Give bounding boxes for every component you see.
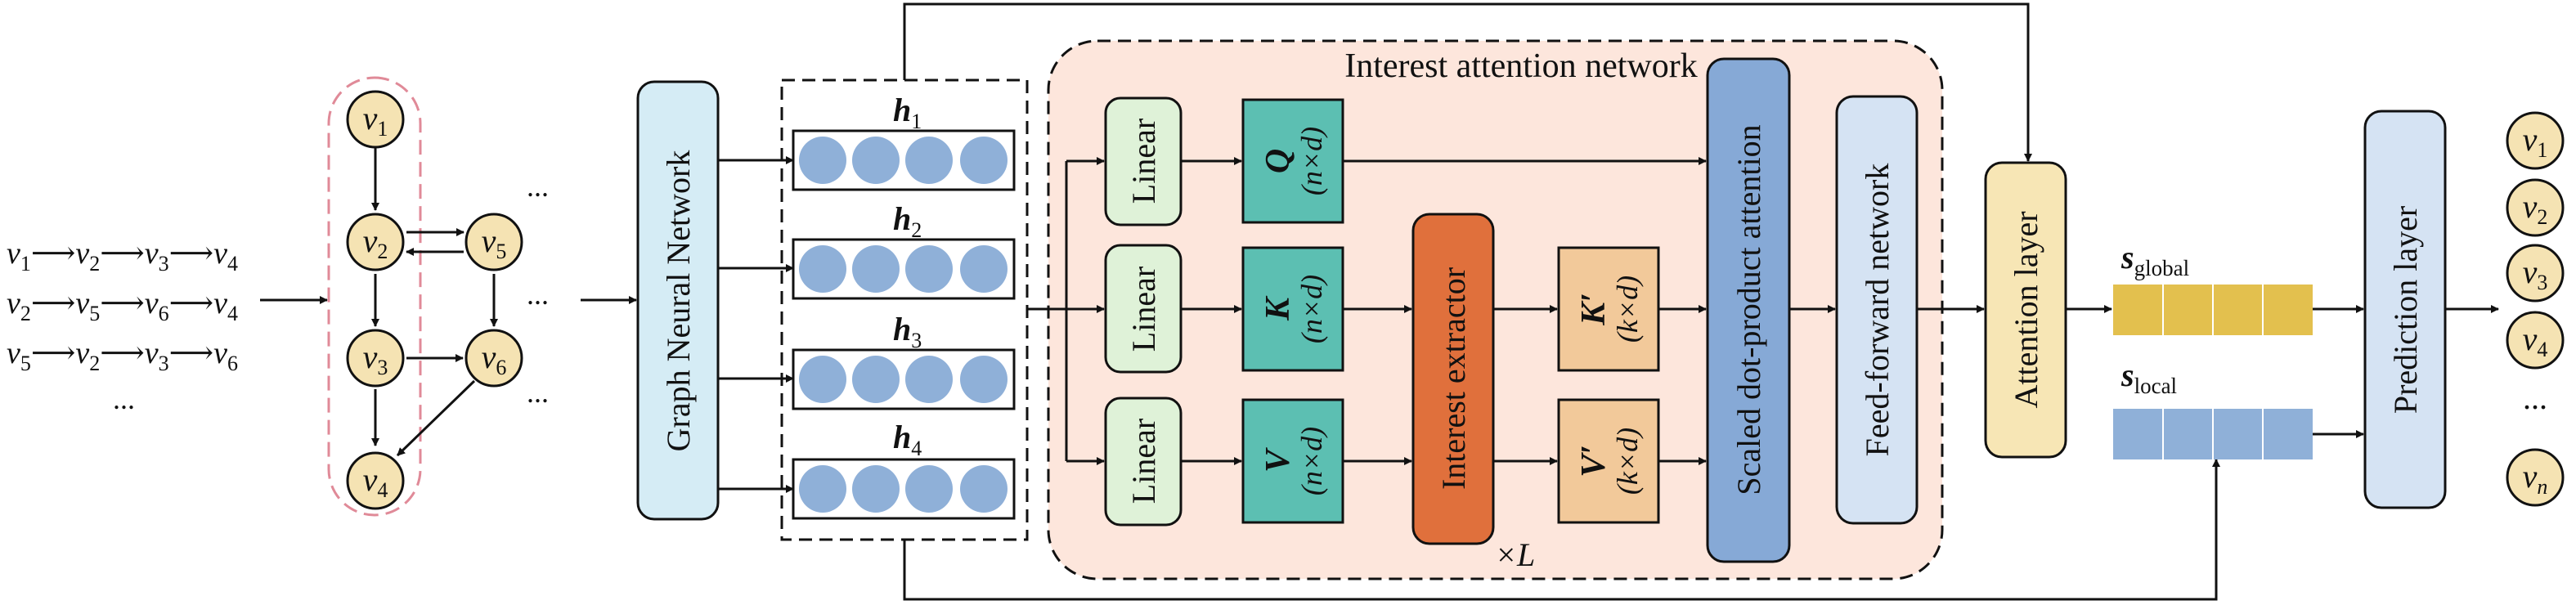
svg-text:v3: v3 (363, 338, 388, 379)
key-prime-matrix: K′ (k×d) (1557, 246, 1660, 372)
svg-text:Q: Q (1259, 149, 1297, 173)
hidden-state-h3: h3 (792, 311, 1016, 410)
svg-text:v2: v2 (2523, 188, 2548, 229)
graph-ellipsis-top: ... (527, 170, 549, 203)
svg-text:sglobal: sglobal (2120, 239, 2189, 280)
query-matrix: Q (n×d) (1241, 98, 1344, 224)
session-ellipsis: ... (113, 383, 135, 415)
svg-text:V′: V′ (1575, 445, 1613, 477)
svg-text:Linear: Linear (1125, 119, 1162, 204)
graph-node-v3: v3 (346, 329, 405, 388)
svg-text:(n×d): (n×d) (1295, 275, 1328, 343)
svg-text:K: K (1259, 295, 1297, 321)
svg-text:(n×d): (n×d) (1295, 127, 1328, 195)
graph-node-v1: v1 (346, 90, 405, 149)
key-matrix: K (n×d) (1241, 246, 1344, 372)
graph-node-v6: v6 (464, 329, 523, 388)
gnn-block: Graph Neural Network (636, 80, 720, 521)
skip-connection-top (903, 2, 2032, 162)
svg-text:h1: h1 (893, 92, 922, 133)
svg-text:v4: v4 (2523, 320, 2548, 361)
skip-connection-bottom (903, 459, 2220, 601)
graph-node-v2: v2 (346, 213, 405, 271)
output-item-vn: vn (2506, 448, 2565, 507)
hidden-state-h2: h2 (792, 200, 1016, 300)
svg-text:v6: v6 (482, 338, 507, 379)
svg-text:Interest extractor: Interest extractor (1435, 267, 1472, 490)
linear-k: Linear (1104, 244, 1183, 374)
svg-text:Scaled dot-product attention: Scaled dot-product attention (1730, 124, 1767, 495)
svg-text:Feed-forward network: Feed-forward network (1859, 164, 1896, 457)
session-graph: v1 v2 v3 v4 v5 v6 ... ... ... (327, 76, 549, 517)
svg-text:h2: h2 (893, 200, 922, 242)
svg-text:v1: v1 (2523, 121, 2548, 162)
interest-network-title: Interest attention network (1344, 47, 1698, 85)
interest-extractor: Interest extractor (1411, 213, 1495, 545)
svg-text:Prediction layer: Prediction layer (2387, 206, 2424, 414)
output-item-v2: v2 (2506, 178, 2565, 237)
svg-text:slocal: slocal (2120, 356, 2177, 398)
graph-node-v5: v5 (464, 213, 523, 271)
svg-text:(n×d): (n×d) (1295, 427, 1328, 495)
svg-text:K′: K′ (1575, 293, 1613, 326)
svg-text:Attention layer: Attention layer (2008, 211, 2044, 408)
graph-ellipsis-bottom: ... (527, 376, 549, 409)
session-line-2: v2⟶v5⟶v6⟶v4 (7, 286, 238, 325)
hidden-state-h4: h4 (792, 419, 1016, 520)
gnn-label: Graph Neural Network (660, 150, 697, 452)
attention-layer: Attention layer (1984, 161, 2067, 459)
svg-text:v3: v3 (2523, 253, 2548, 294)
session-sequences: v1⟶v2⟶v3⟶v4 v2⟶v5⟶v6⟶v4 v5⟶v2⟶v3⟶v6 ... (7, 236, 238, 415)
graph-ellipsis-middle: ... (527, 278, 549, 311)
prediction-layer: Prediction layer (2363, 110, 2447, 509)
repeat-label: ×L (1495, 536, 1535, 573)
svg-text:(k×d): (k×d) (1611, 428, 1644, 495)
svg-text:h4: h4 (893, 419, 922, 460)
output-ellipsis: ... (2523, 379, 2547, 416)
linear-v: Linear (1104, 397, 1183, 527)
value-prime-matrix: V′ (k×d) (1557, 398, 1660, 524)
s-local-vector: slocal (2113, 356, 2313, 459)
svg-text:(k×d): (k×d) (1611, 276, 1644, 343)
svg-text:v1: v1 (363, 100, 388, 141)
session-line-1: v1⟶v2⟶v3⟶v4 (7, 236, 238, 276)
hidden-state-h1: h1 (792, 92, 1016, 191)
svg-text:v5: v5 (482, 222, 507, 263)
svg-text:Linear: Linear (1125, 267, 1162, 352)
svg-text:Linear: Linear (1125, 419, 1162, 504)
output-item-v1: v1 (2506, 111, 2565, 170)
scaled-dot-product-attention: Scaled dot-product attention (1706, 57, 1791, 563)
svg-text:v4: v4 (363, 461, 388, 502)
linear-q: Linear (1104, 96, 1183, 226)
svg-text:h3: h3 (893, 311, 922, 352)
output-item-v3: v3 (2506, 244, 2565, 302)
feed-forward-network: Feed-forward network (1835, 95, 1919, 525)
svg-text:v2: v2 (363, 222, 388, 263)
output-items: v1 v2 v3 v4 ... vn (2506, 111, 2565, 507)
graph-node-v4: v4 (346, 451, 405, 510)
hidden-states: h1 h2 h3 h4 (780, 78, 1029, 541)
graph-highlight (327, 76, 422, 517)
edge-v6-v4 (396, 379, 476, 457)
output-item-v4: v4 (2506, 311, 2565, 370)
s-global-vector: sglobal (2113, 239, 2313, 335)
value-matrix: V (n×d) (1241, 398, 1344, 524)
svg-text:vn: vn (2523, 458, 2548, 499)
svg-text:V: V (1259, 447, 1297, 473)
session-line-3: v5⟶v2⟶v3⟶v6 (7, 336, 238, 375)
